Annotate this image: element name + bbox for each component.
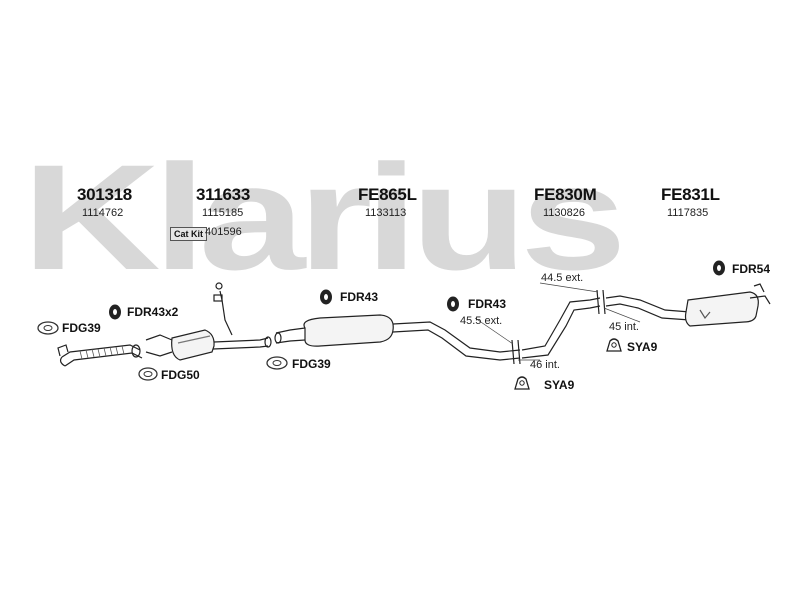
cat-kit-ref[interactable]: 401596 xyxy=(205,226,242,238)
cat-kit-badge: Cat Kit xyxy=(170,227,207,241)
fitting-label-fdr54[interactable]: FDR54 xyxy=(732,262,771,276)
fitting-label-fdg39-a[interactable]: FDG39 xyxy=(62,321,101,335)
rear-middle-pipe[interactable] xyxy=(511,297,601,365)
fitting-label-fdr43x2[interactable]: FDR43x2 xyxy=(127,305,179,319)
part-number-1[interactable]: 301318 xyxy=(77,185,132,204)
part-ref-2: 1115185 xyxy=(202,207,244,219)
part-ref-5: 1117835 xyxy=(667,207,709,219)
flange-gasket-icon xyxy=(37,321,59,335)
flange-gasket-icon xyxy=(266,356,288,370)
fitting-label-fdr43-b[interactable]: FDR43 xyxy=(468,297,507,311)
dimension-45-int: 45 int. xyxy=(609,321,639,333)
klarius-watermark: Klarius xyxy=(22,133,627,301)
part-number-5[interactable]: FE831L xyxy=(661,185,720,204)
part-number-4[interactable]: FE830M xyxy=(534,185,597,204)
fitting-label-sya9-a[interactable]: SYA9 xyxy=(627,340,658,354)
rubber-mount-icon xyxy=(447,296,459,312)
rear-silencer[interactable] xyxy=(596,283,771,327)
rubber-mount-icon xyxy=(109,304,121,320)
rubber-mount-icon xyxy=(320,289,332,305)
front-flex-pipe[interactable] xyxy=(57,344,143,367)
centre-silencer[interactable] xyxy=(274,314,521,361)
flange-gasket-icon xyxy=(138,367,158,381)
clamp-icon xyxy=(606,338,622,352)
dimension-46-int: 46 int. xyxy=(530,359,560,371)
clamp-icon xyxy=(514,376,530,390)
part-ref-3: 1133113 xyxy=(365,207,407,219)
fitting-label-fdg39-b[interactable]: FDG39 xyxy=(292,357,331,371)
fitting-label-fdg50[interactable]: FDG50 xyxy=(161,368,200,382)
catalytic-converter[interactable] xyxy=(145,282,272,361)
part-ref-4: 1130826 xyxy=(543,207,586,219)
rubber-mount-icon xyxy=(713,260,725,276)
part-ref-1: 1114762 xyxy=(82,207,124,219)
fitting-label-sya9-b[interactable]: SYA9 xyxy=(544,378,575,392)
dimension-45-5-ext: 45.5 ext. xyxy=(460,315,503,327)
part-number-2[interactable]: 311633 xyxy=(196,185,250,204)
fitting-label-fdr43-a[interactable]: FDR43 xyxy=(340,290,379,304)
dimension-44-5-ext: 44.5 ext. xyxy=(541,272,584,284)
part-number-3[interactable]: FE865L xyxy=(358,185,417,204)
